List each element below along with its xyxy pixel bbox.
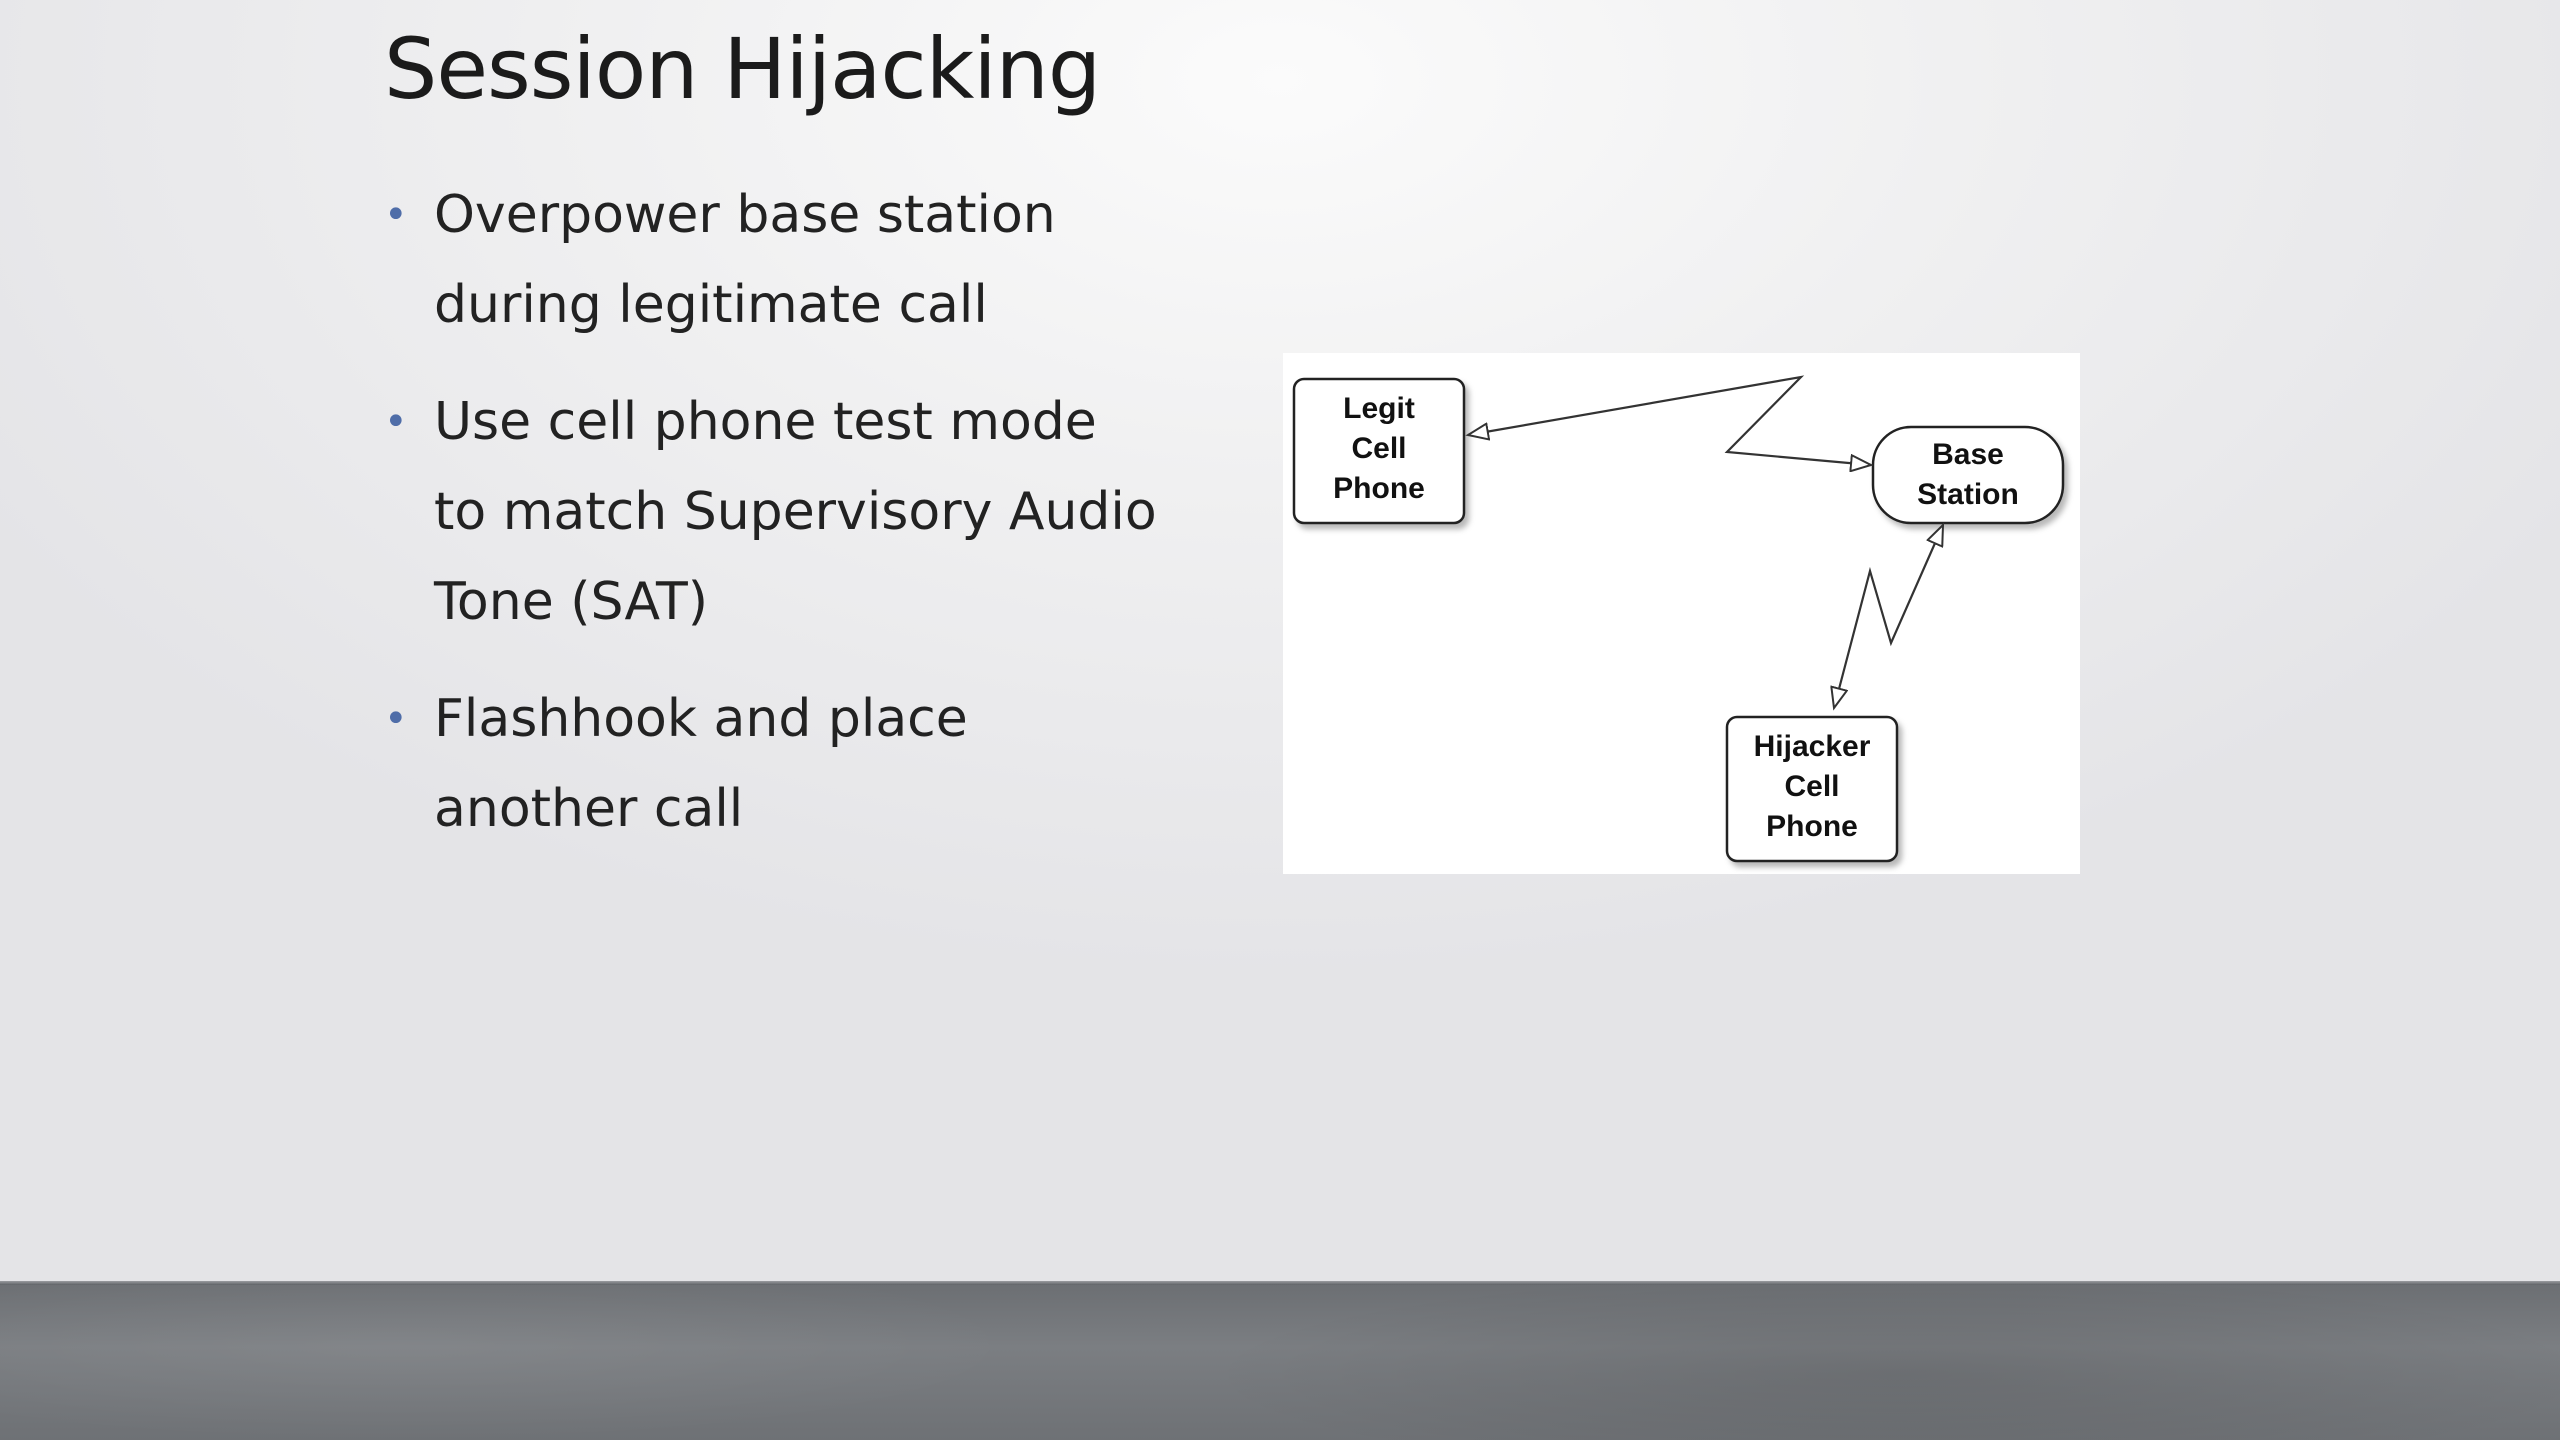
hijacker-phone-label: Hijacker Cell Phone: [1727, 727, 1897, 847]
bullet-marker: •: [384, 192, 408, 238]
bullet-item: • Overpower base station during legitima…: [384, 170, 1184, 350]
node-label-line: Station: [1917, 478, 2019, 511]
node-label-line: Legit: [1343, 392, 1415, 425]
floor-background: [0, 1285, 2560, 1440]
bullet-list: • Overpower base station during legitima…: [384, 170, 1184, 881]
node-label-line: Phone: [1333, 472, 1425, 505]
bullet-item: • Use cell phone test mode to match Supe…: [384, 377, 1184, 647]
node-label-line: Cell: [1351, 432, 1407, 465]
bullet-text-line: Flashhook and place: [434, 689, 968, 749]
network-diagram: Legit Cell Phone Base Station Hijacker C…: [1283, 353, 2080, 874]
bullet-marker: •: [384, 696, 408, 742]
node-label-line: Base: [1932, 438, 2004, 471]
legit-phone-label: Legit Cell Phone: [1294, 389, 1464, 509]
bullet-text-line: another call: [434, 779, 744, 839]
floor-edge: [0, 1281, 2560, 1285]
bullet-text-line: Use cell phone test mode: [434, 392, 1097, 452]
legit-phone-box: [1292, 377, 1466, 525]
bullet-text-line: Tone (SAT): [434, 572, 709, 632]
node-label-line: Cell: [1784, 770, 1840, 803]
slide-background: [0, 0, 2560, 1284]
base-station-label: Base Station: [1873, 435, 2063, 515]
bullet-text-line: during legitimate call: [434, 275, 988, 335]
bullet-text-line: Overpower base station: [434, 185, 1056, 245]
hijacker-phone-box: [1725, 715, 1899, 863]
bullet-item: • Flashhook and place another call: [384, 674, 1184, 854]
node-label-line: Phone: [1766, 810, 1858, 843]
diagram-canvas: [1292, 375, 2065, 863]
hijacker-to-base-link: [1834, 525, 1943, 708]
legit-to-base-link: [1468, 375, 1871, 465]
base-station-box: [1871, 425, 2065, 525]
bullet-marker: •: [384, 399, 408, 445]
slide-title: Session Hijacking: [384, 20, 1101, 118]
bullet-text-line: to match Supervisory Audio: [434, 482, 1157, 542]
node-label-line: Hijacker: [1753, 730, 1871, 763]
